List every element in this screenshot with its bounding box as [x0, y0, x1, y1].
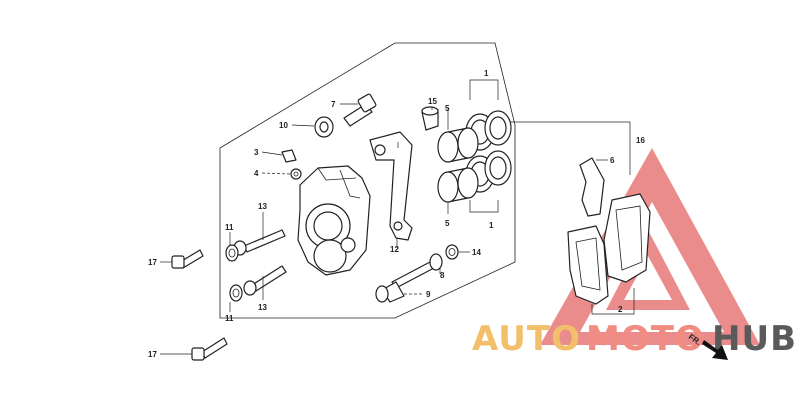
pad-set-bracket	[510, 121, 631, 175]
slide-pin-lower	[243, 265, 287, 296]
slide-pin-upper	[233, 229, 286, 256]
label-part-1: 1	[489, 221, 494, 230]
brake-pad-shim	[579, 157, 605, 217]
caliper-body	[297, 165, 371, 276]
label-part-1: 1	[484, 69, 489, 78]
bleeder-cap	[421, 106, 439, 131]
label-part-13: 13	[258, 202, 267, 211]
seal-group-bracket	[469, 79, 499, 213]
pin-bolt	[343, 93, 377, 127]
label-part-8: 8	[440, 271, 445, 280]
slide-boot-upper	[225, 244, 239, 262]
label-part-10: 10	[279, 121, 288, 130]
label-part-14: 14	[472, 248, 481, 257]
label-part-15: 15	[428, 97, 437, 106]
label-part-16: 16	[636, 136, 645, 145]
label-part-9: 9	[426, 290, 431, 299]
pad-group-bracket	[591, 288, 635, 315]
watermark-word-auto: AUTO	[472, 319, 581, 359]
watermark-word-hub: HUB	[712, 319, 797, 359]
watermark-word-moto: MOTO	[586, 319, 705, 359]
pad-pin-plug	[375, 281, 405, 303]
label-part-5: 5	[445, 104, 450, 113]
label-part-11: 11	[225, 314, 234, 323]
assembly-outline-frame	[219, 42, 516, 319]
label-part-12: 12	[390, 245, 399, 254]
slide-boot-lower	[229, 284, 243, 302]
label-part-17: 17	[148, 258, 157, 267]
pin-boot	[314, 116, 334, 138]
label-part-17: 17	[148, 350, 157, 359]
part-number-labels: 1 1 2 3 4 5 5 6 7 8 9 10 11 11 12 13 13 …	[148, 69, 645, 359]
label-part-3: 3	[254, 148, 259, 157]
label-part-13: 13	[258, 303, 267, 312]
label-part-6: 6	[610, 156, 615, 165]
pad-pin-nut	[445, 244, 459, 260]
pad-pin	[391, 253, 443, 289]
pad-spring-plate	[369, 131, 413, 241]
label-part-5: 5	[445, 219, 450, 228]
leader-lines	[160, 103, 608, 355]
mounting-bolt-upper	[171, 249, 204, 269]
brake-pad-inner	[567, 225, 609, 305]
mounting-bolt-lower	[191, 337, 228, 361]
label-part-11: 11	[225, 223, 234, 232]
bleeder-valve	[281, 149, 302, 180]
brake-pad-outer	[603, 193, 651, 283]
front-arrow-icon	[702, 340, 728, 360]
label-part-2: 2	[618, 305, 623, 314]
watermark-text: AUTO MOTO HUB	[472, 319, 797, 359]
piston-lower	[437, 167, 479, 203]
label-part-7: 7	[331, 100, 336, 109]
piston-upper	[437, 127, 479, 163]
label-part-4: 4	[254, 169, 259, 178]
